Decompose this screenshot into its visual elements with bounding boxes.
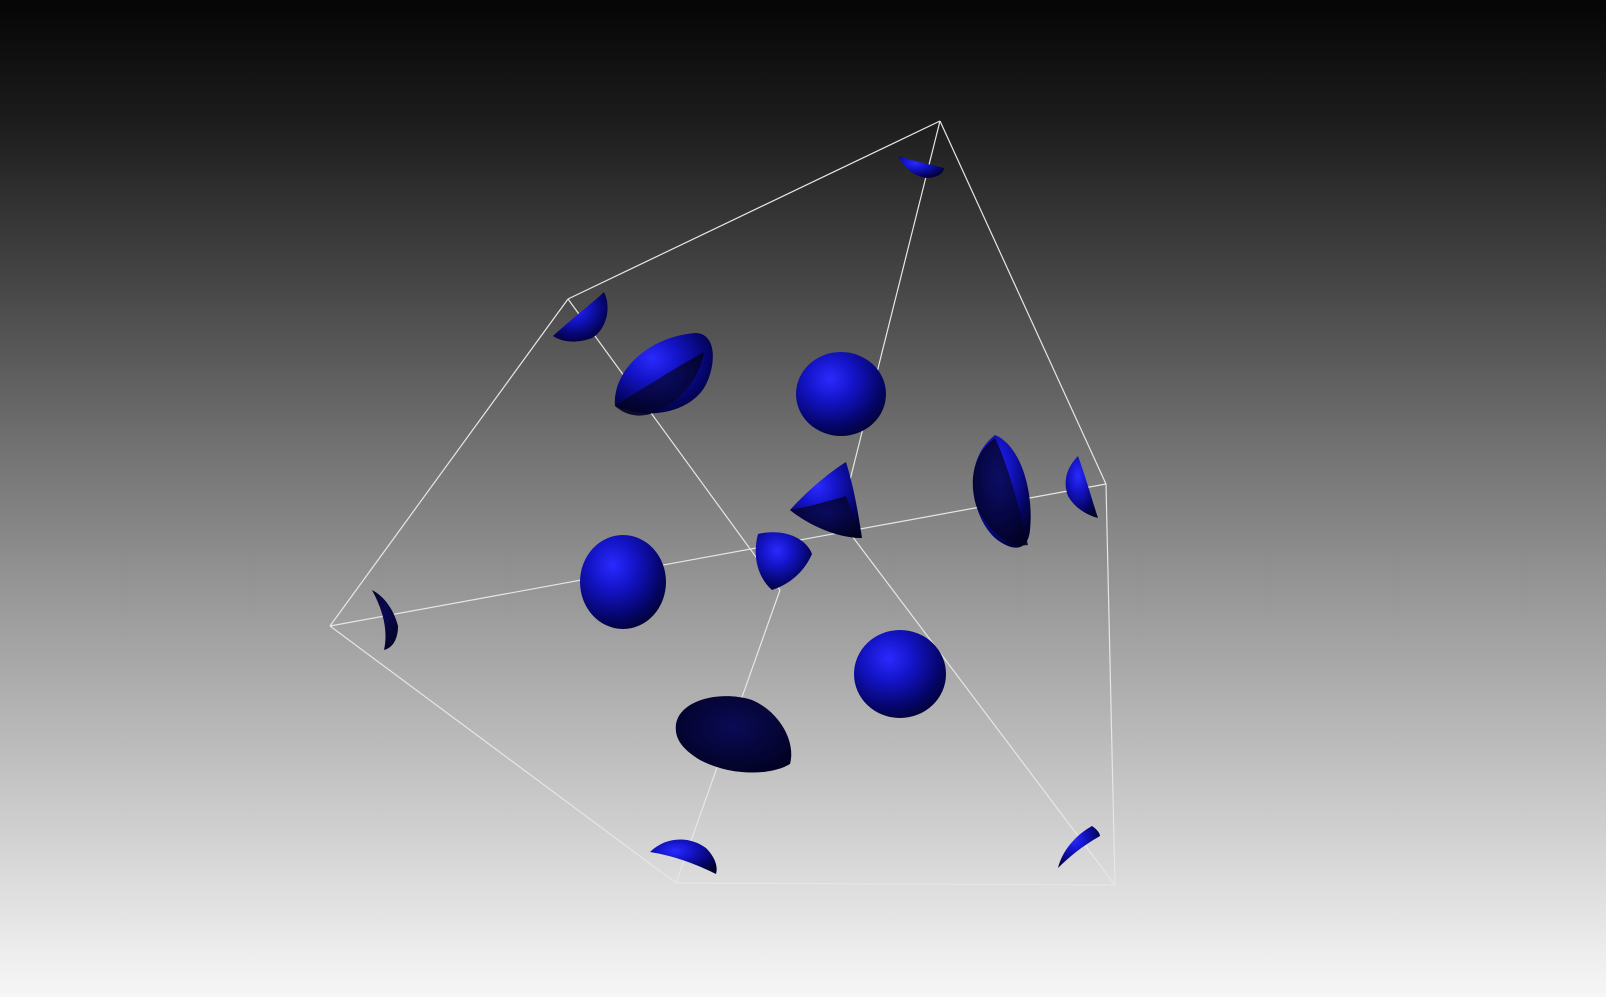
corner-cap-surface [1065,456,1098,518]
cell-edge [675,882,1116,886]
cell-edge [839,120,941,521]
cell-edge [329,298,569,627]
cell-edge [567,120,941,300]
half-sphere-inner [972,438,1028,546]
center-sphere-surface [755,532,812,590]
cell-edge [567,298,781,591]
isosurface-blobs [372,156,1100,874]
corner-cap-surface [1058,826,1100,868]
corner-cap-surface [372,590,398,650]
cell-edge [329,483,1107,627]
cell-edge [939,120,1107,485]
sphere-surface [854,630,946,718]
unit-cell-wireframe [329,120,1116,886]
cell-edge [329,625,677,884]
cell-edge [1105,483,1116,886]
sphere-surface [796,352,886,436]
corner-cap-surface [898,156,944,178]
corner-cap-surface [650,839,717,874]
half-sphere-surface [675,696,792,773]
corner-cap-surface [553,292,608,342]
sphere-surface [580,535,666,629]
cell-edge [839,519,1116,886]
half-sphere-inner [615,352,704,416]
corner-surface-inner [790,496,862,538]
